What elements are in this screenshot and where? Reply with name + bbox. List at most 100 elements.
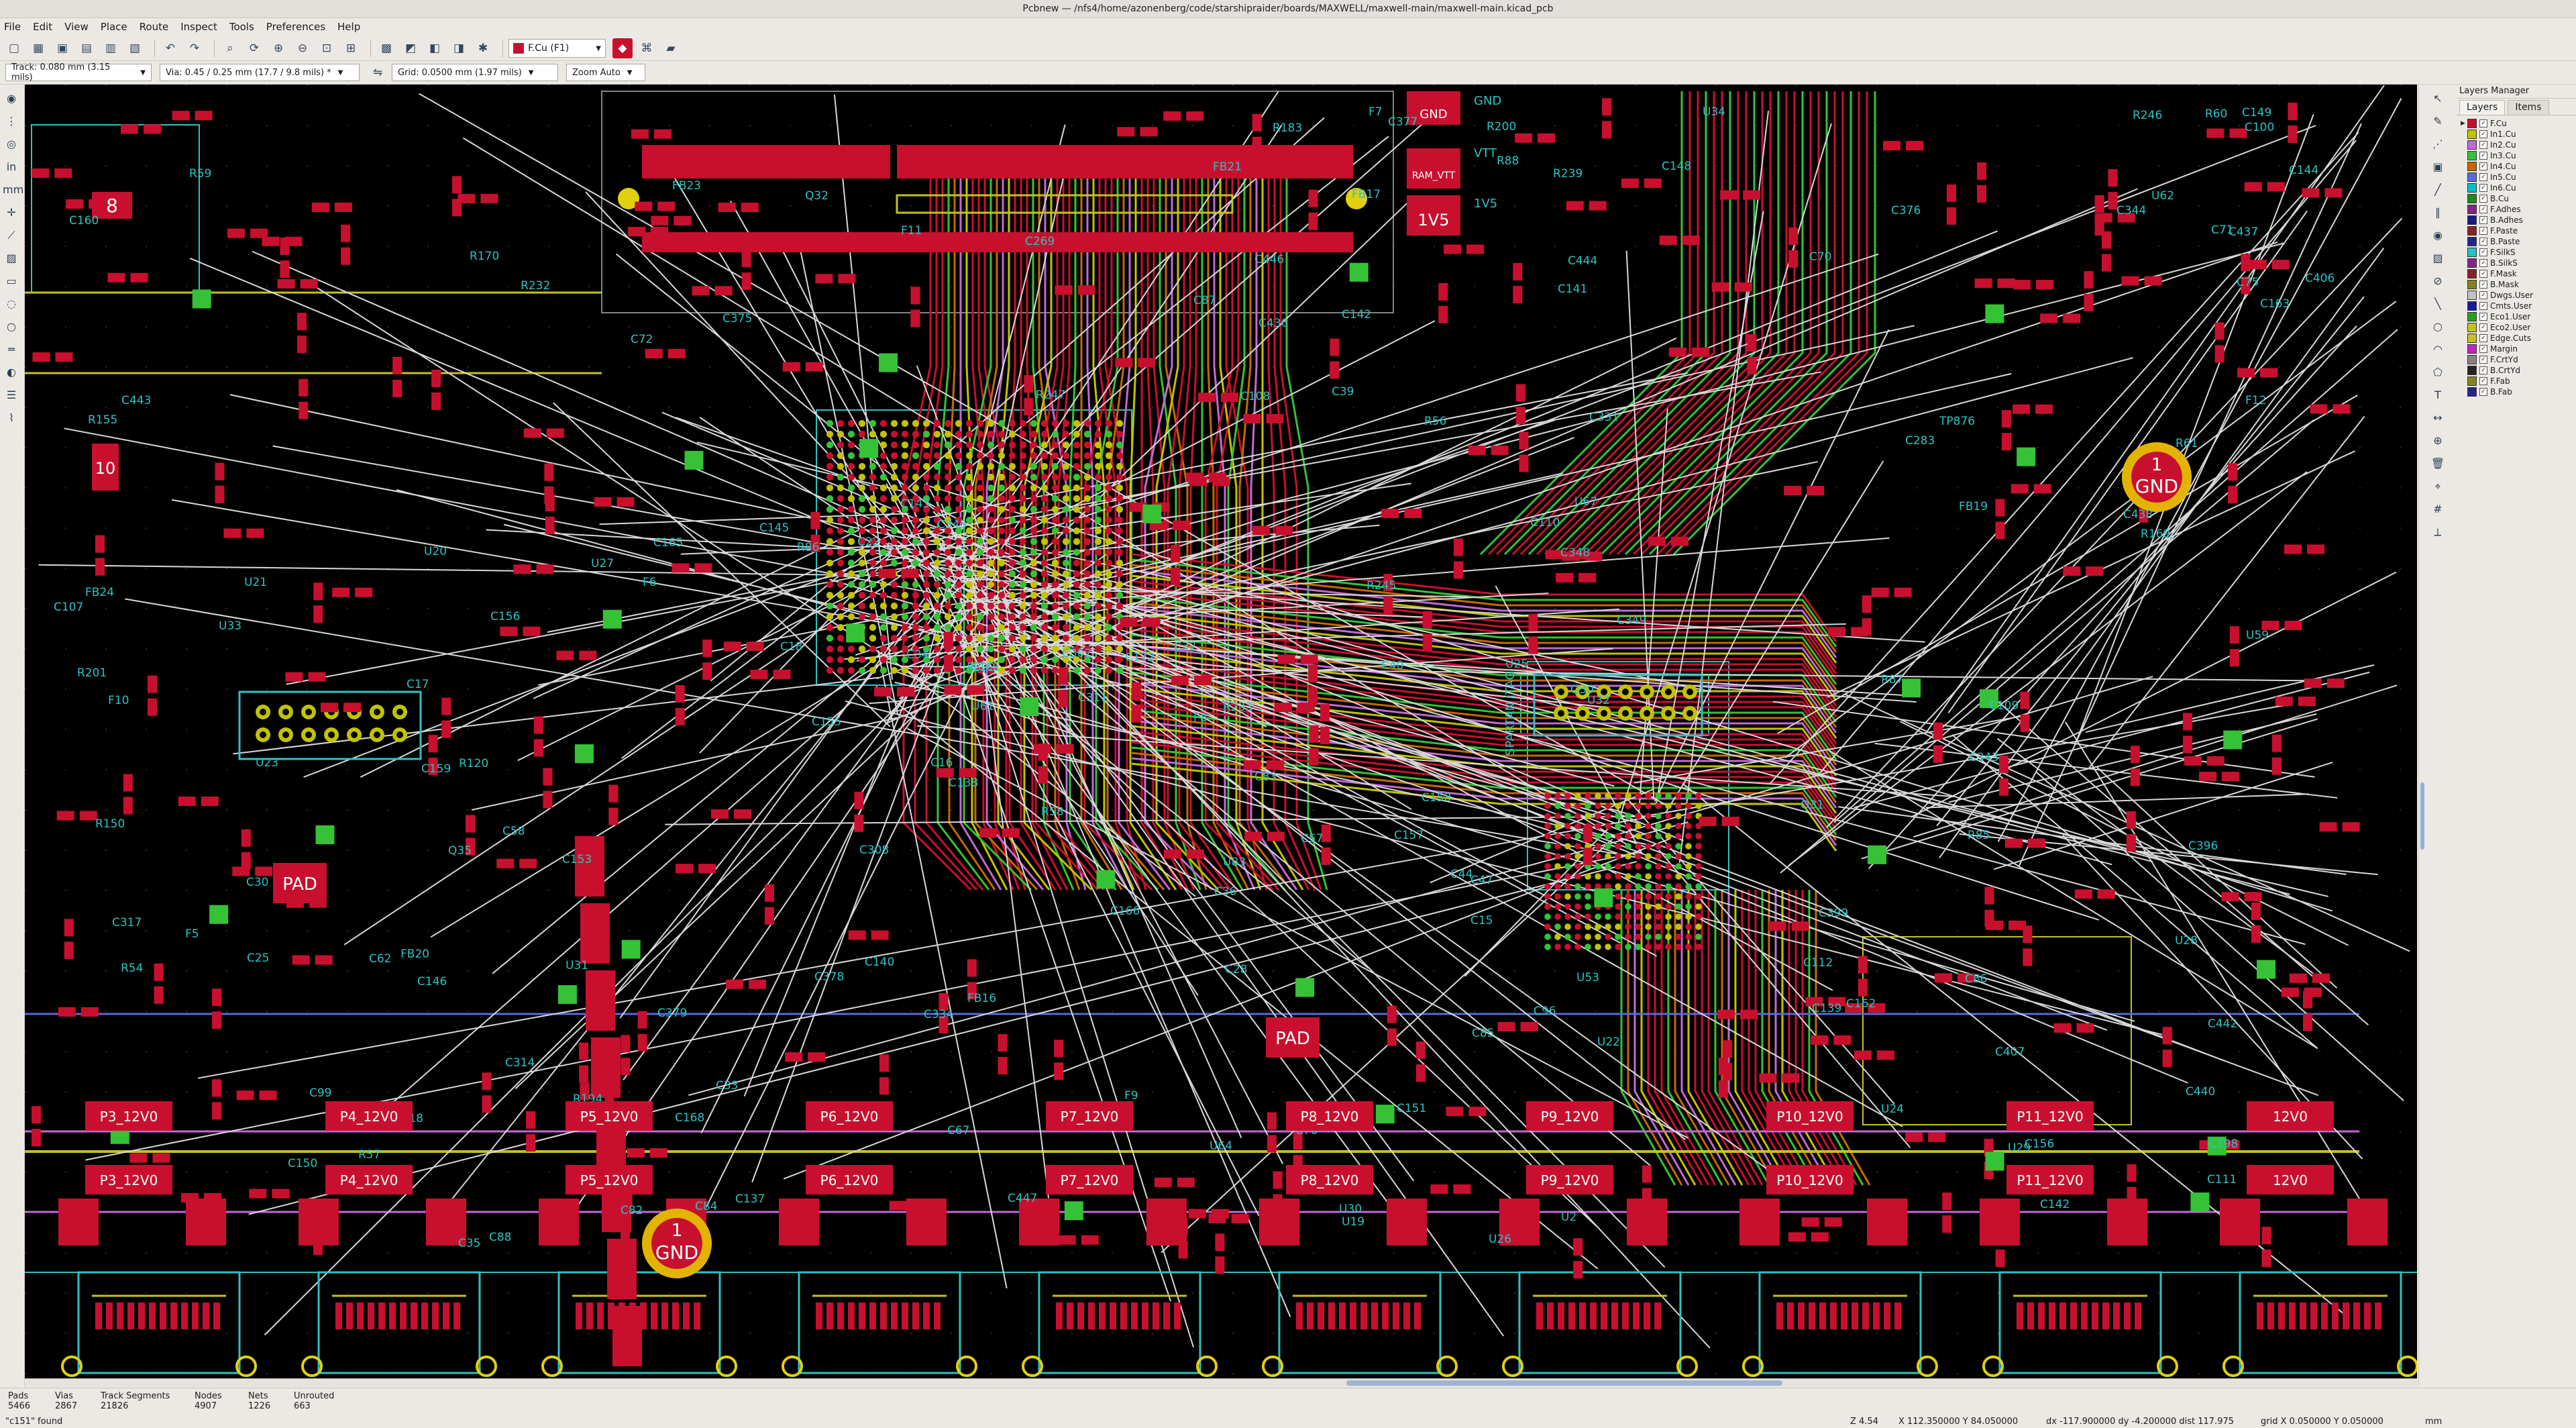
add-circle-icon[interactable]: ○ bbox=[2433, 320, 2443, 333]
layer-row[interactable]: ✓Eco2.User bbox=[2457, 322, 2576, 333]
units-mm-icon[interactable]: mm bbox=[3, 183, 24, 196]
menu-help[interactable]: Help bbox=[337, 21, 361, 33]
add-target-icon[interactable]: ⊕ bbox=[2433, 434, 2443, 447]
layer-visibility-checkbox[interactable]: ✓ bbox=[2479, 152, 2487, 160]
layer-row[interactable]: ✓Cmts.User bbox=[2457, 301, 2576, 311]
units-inch-icon[interactable]: in bbox=[6, 160, 17, 173]
layer-visibility-checkbox[interactable]: ✓ bbox=[2479, 141, 2487, 149]
layer-pair-icon[interactable]: ◆ bbox=[612, 38, 633, 58]
add-arc-icon[interactable]: ◠ bbox=[2433, 343, 2443, 356]
set-origin-icon[interactable]: ⌖ bbox=[2434, 480, 2441, 493]
layer-visibility-checkbox[interactable]: ✓ bbox=[2479, 184, 2487, 192]
zoom-select[interactable]: Zoom Auto▼ bbox=[566, 64, 645, 81]
layer-row[interactable]: ✓Eco1.User bbox=[2457, 311, 2576, 322]
layer-color-swatch[interactable] bbox=[2467, 226, 2477, 236]
add-dimension-icon[interactable]: ↔ bbox=[2433, 411, 2443, 424]
layer-visibility-checkbox[interactable]: ✓ bbox=[2479, 195, 2487, 203]
layer-visibility-checkbox[interactable]: ✓ bbox=[2479, 173, 2487, 181]
local-ratsnest-icon[interactable]: ⋰ bbox=[2432, 138, 2443, 150]
add-line-icon[interactable]: ╲ bbox=[2434, 297, 2441, 310]
menu-view[interactable]: View bbox=[64, 21, 89, 33]
layer-color-swatch[interactable] bbox=[2467, 140, 2477, 150]
layer-color-swatch[interactable] bbox=[2467, 312, 2477, 321]
menu-inspect[interactable]: Inspect bbox=[180, 21, 217, 33]
layer-visibility-checkbox[interactable]: ✓ bbox=[2479, 291, 2487, 299]
layer-row[interactable]: ✓F.Paste bbox=[2457, 225, 2576, 236]
add-zone-icon[interactable]: ▨ bbox=[2432, 252, 2443, 264]
scripting-console-icon[interactable]: ⌘ bbox=[641, 42, 653, 55]
grid-select[interactable]: Grid: 0.0500 mm (1.97 mils)▼ bbox=[392, 64, 558, 81]
highlight-net-icon[interactable]: ✎ bbox=[2433, 115, 2443, 128]
menu-route[interactable]: Route bbox=[139, 21, 169, 33]
layer-row[interactable]: ▶✓F.Cu bbox=[2457, 118, 2576, 129]
route-track-icon[interactable]: ╱ bbox=[2434, 183, 2441, 196]
new-board-icon[interactable]: ▢ bbox=[8, 42, 20, 55]
layer-visibility-checkbox[interactable]: ✓ bbox=[2479, 216, 2487, 224]
horizontal-scrollbar-thumb[interactable] bbox=[1346, 1380, 1782, 1386]
layer-row[interactable]: ✓In3.Cu bbox=[2457, 150, 2576, 161]
layer-color-swatch[interactable] bbox=[2467, 334, 2477, 343]
menu-tools[interactable]: Tools bbox=[229, 21, 254, 33]
pcb-drawing[interactable]: 1 GND 1 GND GND GND RAM_VTT VTT 1V5 1V5 … bbox=[25, 85, 2417, 1378]
layer-color-swatch[interactable] bbox=[2467, 119, 2477, 128]
layer-row[interactable]: ✓F.CrtYd bbox=[2457, 354, 2576, 365]
active-layer-select[interactable]: F.Cu (F1) ▼ bbox=[508, 39, 606, 58]
layer-color-swatch[interactable] bbox=[2467, 301, 2477, 311]
layers-manager-icon[interactable]: ☰ bbox=[6, 389, 17, 401]
layer-visibility-checkbox[interactable]: ✓ bbox=[2479, 366, 2487, 374]
layer-visibility-checkbox[interactable]: ✓ bbox=[2479, 388, 2487, 396]
plot-icon[interactable]: ▧ bbox=[129, 42, 141, 55]
zoom-in-icon[interactable]: ⊕ bbox=[273, 42, 284, 55]
microwave-icon[interactable]: ⌇ bbox=[9, 411, 14, 424]
layer-row[interactable]: ✓Margin bbox=[2457, 344, 2576, 354]
grid-origin-icon[interactable]: # bbox=[2433, 503, 2443, 515]
select-icon[interactable]: ↖ bbox=[2433, 92, 2443, 105]
layer-row[interactable]: ✓Dwgs.User bbox=[2457, 290, 2576, 301]
tab-layers[interactable]: Layers bbox=[2459, 100, 2506, 115]
layer-row[interactable]: ✓B.SilkS bbox=[2457, 258, 2576, 268]
layer-color-swatch[interactable] bbox=[2467, 323, 2477, 332]
track-sketch-icon[interactable]: ═ bbox=[8, 343, 15, 356]
layer-row[interactable]: ✓F.Adhes bbox=[2457, 204, 2576, 215]
menu-file[interactable]: File bbox=[4, 21, 21, 33]
find-icon[interactable]: ⌕ bbox=[227, 42, 233, 55]
layer-row[interactable]: ✓B.Paste bbox=[2457, 236, 2576, 247]
add-via-icon[interactable]: ◉ bbox=[2433, 229, 2443, 242]
layer-visibility-checkbox[interactable]: ✓ bbox=[2479, 334, 2487, 342]
refresh-icon[interactable]: ⟳ bbox=[249, 42, 260, 55]
print-icon[interactable]: ▥ bbox=[105, 42, 117, 55]
add-footprint-icon[interactable]: ▣ bbox=[2432, 160, 2443, 173]
layer-row[interactable]: ✓F.Mask bbox=[2457, 268, 2576, 279]
layer-visibility-checkbox[interactable]: ✓ bbox=[2479, 238, 2487, 246]
high-contrast-icon[interactable]: ◐ bbox=[7, 366, 16, 378]
layer-color-swatch[interactable] bbox=[2467, 280, 2477, 289]
track-width-select[interactable]: Track: 0.080 mm (3.15 mils)▼ bbox=[5, 62, 152, 83]
bug-icon[interactable]: ✱ bbox=[478, 42, 488, 55]
add-polygon-icon[interactable]: ⬠ bbox=[2433, 366, 2443, 378]
add-keepout-icon[interactable]: ⊘ bbox=[2433, 274, 2443, 287]
footprint-editor-icon[interactable]: ◧ bbox=[429, 42, 441, 55]
layer-row[interactable]: ✓In2.Cu bbox=[2457, 140, 2576, 150]
zone-fill-icon[interactable]: ▨ bbox=[6, 252, 17, 264]
save-icon[interactable]: ▣ bbox=[56, 42, 68, 55]
layer-color-swatch[interactable] bbox=[2467, 205, 2477, 214]
layer-color-swatch[interactable] bbox=[2467, 194, 2477, 203]
measure-icon[interactable]: ⟂ bbox=[2434, 525, 2442, 538]
layer-visibility-checkbox[interactable]: ✓ bbox=[2479, 259, 2487, 267]
menu-place[interactable]: Place bbox=[100, 21, 127, 33]
layer-row[interactable]: ✓F.SilkS bbox=[2457, 247, 2576, 258]
layer-color-swatch[interactable] bbox=[2467, 183, 2477, 193]
layer-row[interactable]: ✓B.Adhes bbox=[2457, 215, 2576, 225]
layer-color-swatch[interactable] bbox=[2467, 151, 2477, 160]
layer-visibility-checkbox[interactable]: ✓ bbox=[2479, 356, 2487, 364]
layer-row[interactable]: ✓Edge.Cuts bbox=[2457, 333, 2576, 344]
layer-visibility-checkbox[interactable]: ✓ bbox=[2479, 302, 2487, 310]
pcb-canvas[interactable]: 1 GND 1 GND GND GND RAM_VTT VTT 1V5 1V5 … bbox=[25, 85, 2417, 1378]
via-sketch-icon[interactable]: ○ bbox=[7, 320, 16, 333]
layer-visibility-checkbox[interactable]: ✓ bbox=[2479, 345, 2487, 353]
layer-visibility-checkbox[interactable]: ✓ bbox=[2479, 162, 2487, 170]
layer-color-swatch[interactable] bbox=[2467, 258, 2477, 268]
auto-track-width-icon[interactable]: ⇋ bbox=[372, 66, 383, 79]
route-diff-pair-icon[interactable]: ∥ bbox=[2435, 206, 2440, 219]
menu-preferences[interactable]: Preferences bbox=[266, 21, 326, 33]
